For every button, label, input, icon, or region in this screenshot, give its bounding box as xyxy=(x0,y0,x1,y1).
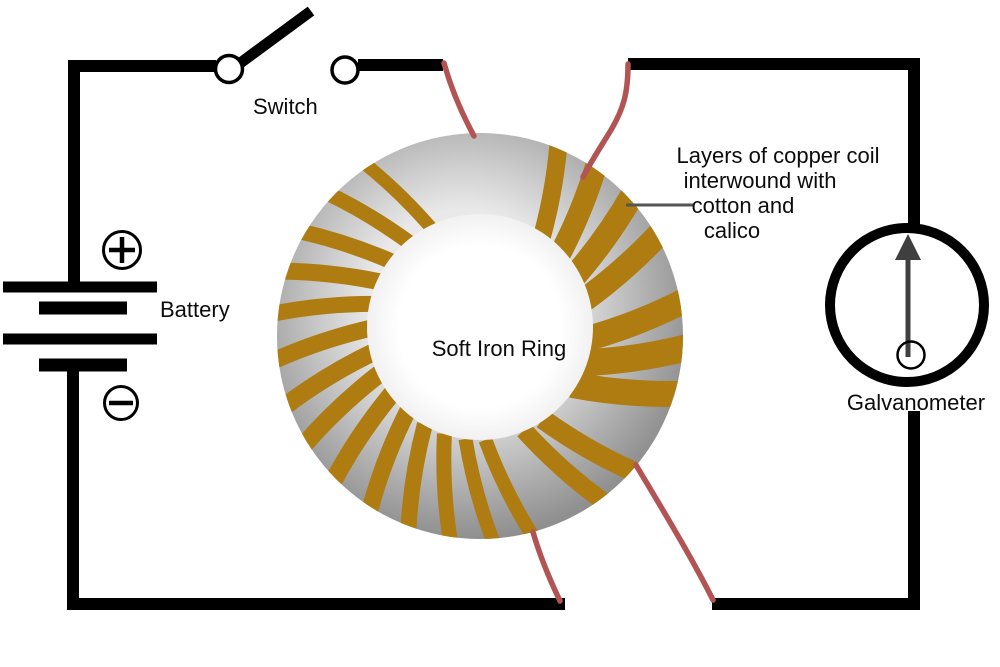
coil-lead-top-right xyxy=(580,61,631,180)
coil-note-line: Layers of copper coil xyxy=(676,143,880,168)
coil-winding-stripe xyxy=(517,424,612,512)
coil-winding-stripe xyxy=(277,295,382,322)
coil-lead-bottom-left xyxy=(530,529,563,604)
galvanometer-label: Galvanometer xyxy=(846,390,986,415)
coil-winding-stripe xyxy=(478,437,541,539)
wire-coil-to-galvanometer xyxy=(628,58,920,229)
coil-note-line: cotton and xyxy=(691,193,795,218)
switch-label: Switch xyxy=(253,94,318,119)
battery-symbol xyxy=(3,230,157,421)
wire-bottom-left xyxy=(67,362,565,610)
battery-label: Battery xyxy=(160,297,230,322)
coil-winding-stripe xyxy=(277,318,379,370)
switch-terminal-left xyxy=(213,53,245,85)
coil-winding-stripe xyxy=(569,372,683,408)
coil-note-line: calico xyxy=(703,218,761,243)
wire-top-left xyxy=(68,60,216,288)
soft-iron-ring-torus xyxy=(277,133,683,539)
switch-terminal-right xyxy=(330,55,360,85)
coil-winding-stripe xyxy=(536,410,643,483)
soft-iron-ring-label: Soft Iron Ring xyxy=(431,336,567,361)
positive-terminal-icon xyxy=(102,230,142,270)
coil-winding-stripe xyxy=(580,288,683,352)
galvanometer-pivot xyxy=(896,340,926,370)
coil-lead-bottom-right xyxy=(633,462,716,603)
coil-winding-stripe xyxy=(277,342,381,415)
ring-hole xyxy=(367,214,593,440)
coil-winding-stripe xyxy=(436,433,459,539)
coil-winding-stripe xyxy=(323,386,400,489)
switch-symbol xyxy=(213,6,360,85)
switch-lever xyxy=(235,6,315,69)
coil-winding-stripe xyxy=(360,406,416,517)
negative-terminal-icon xyxy=(103,385,139,421)
galvanometer-symbol xyxy=(825,223,989,387)
coil-note-line: interwound with xyxy=(683,168,837,193)
coil-winding-stripe xyxy=(458,437,502,539)
coil-winding-stripe xyxy=(400,422,433,534)
wire-bottom-right xyxy=(712,411,920,610)
coil-winding-stripe xyxy=(579,333,683,377)
coil-lead-top-left xyxy=(441,60,477,139)
coil-winding-stripe xyxy=(295,364,388,454)
galvanometer-needle-arrowhead xyxy=(895,234,921,260)
